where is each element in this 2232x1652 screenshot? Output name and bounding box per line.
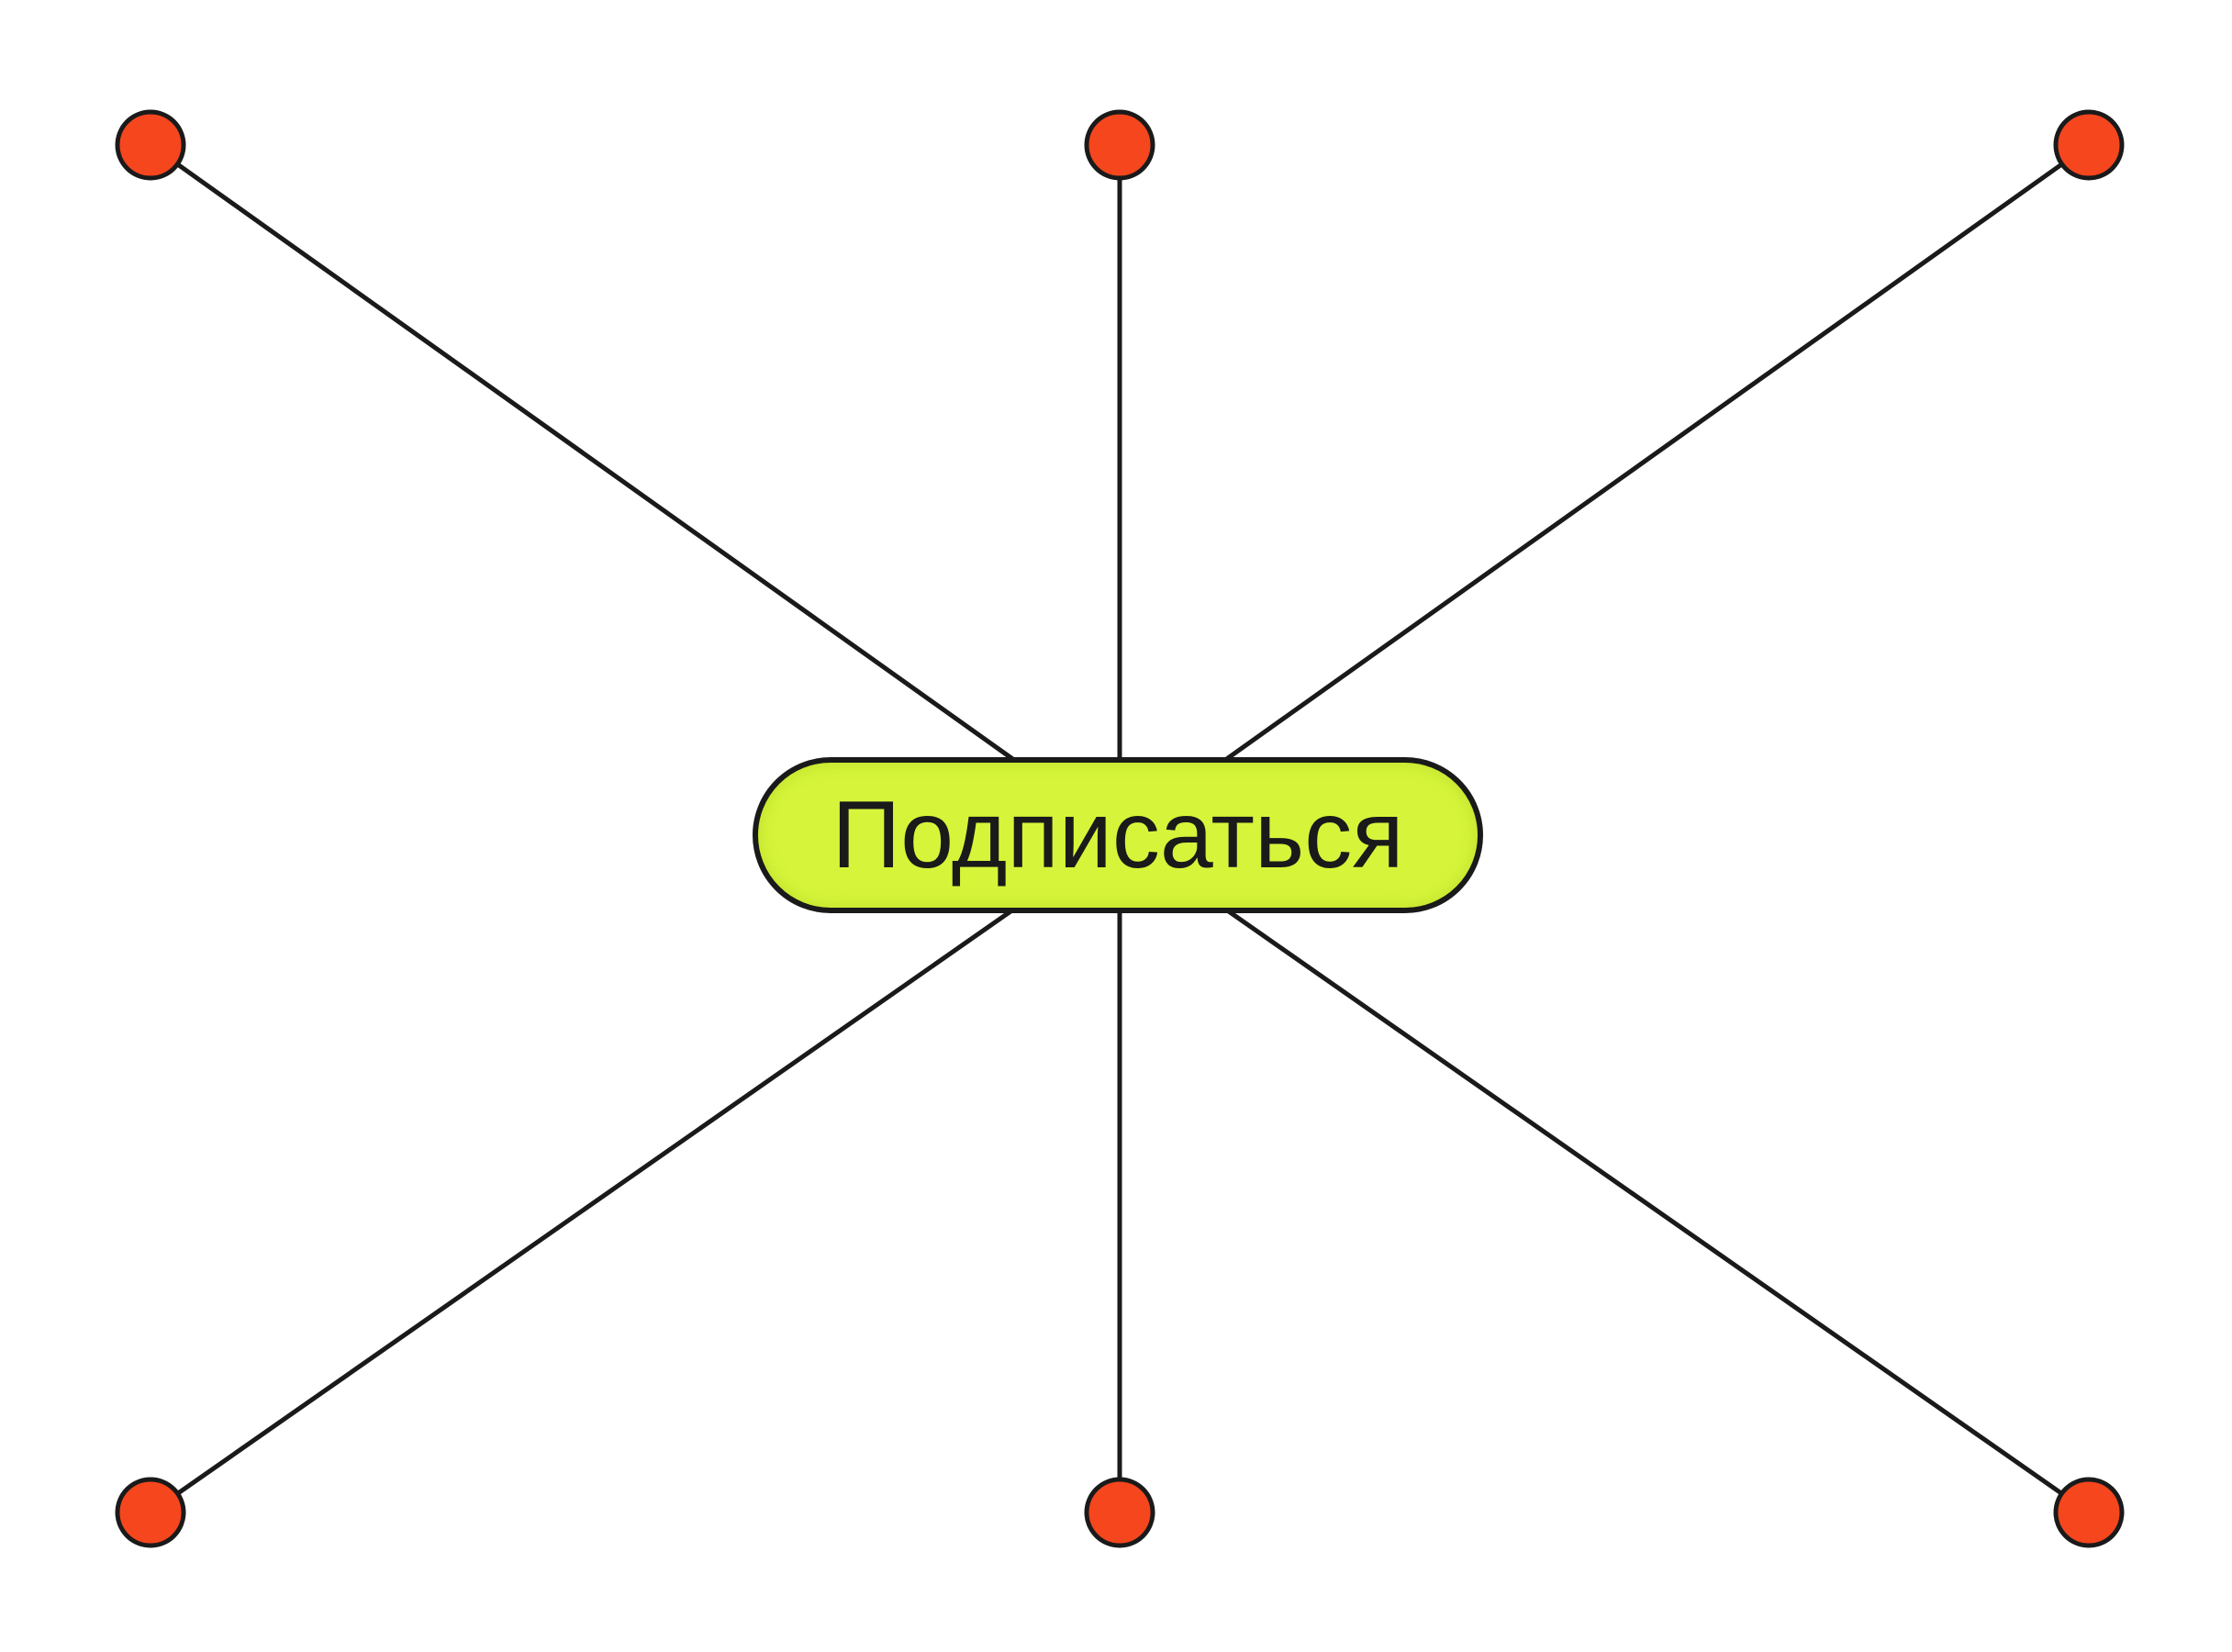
connector-line-top-left [148,142,1122,838]
node-top-left [115,109,186,181]
connector-line-bottom-left [148,832,1122,1515]
node-bottom-left [115,1477,186,1548]
connector-line-bottom-right [1117,832,2092,1515]
node-top-right [2053,109,2125,181]
subscribe-button-label: Подписаться [831,782,1404,888]
node-top-center [1084,109,1155,181]
connector-line-top-right [1117,142,2092,838]
subscribe-button[interactable]: Подписаться [753,757,1483,913]
node-bottom-right [2053,1477,2125,1548]
node-bottom-center [1084,1477,1155,1548]
